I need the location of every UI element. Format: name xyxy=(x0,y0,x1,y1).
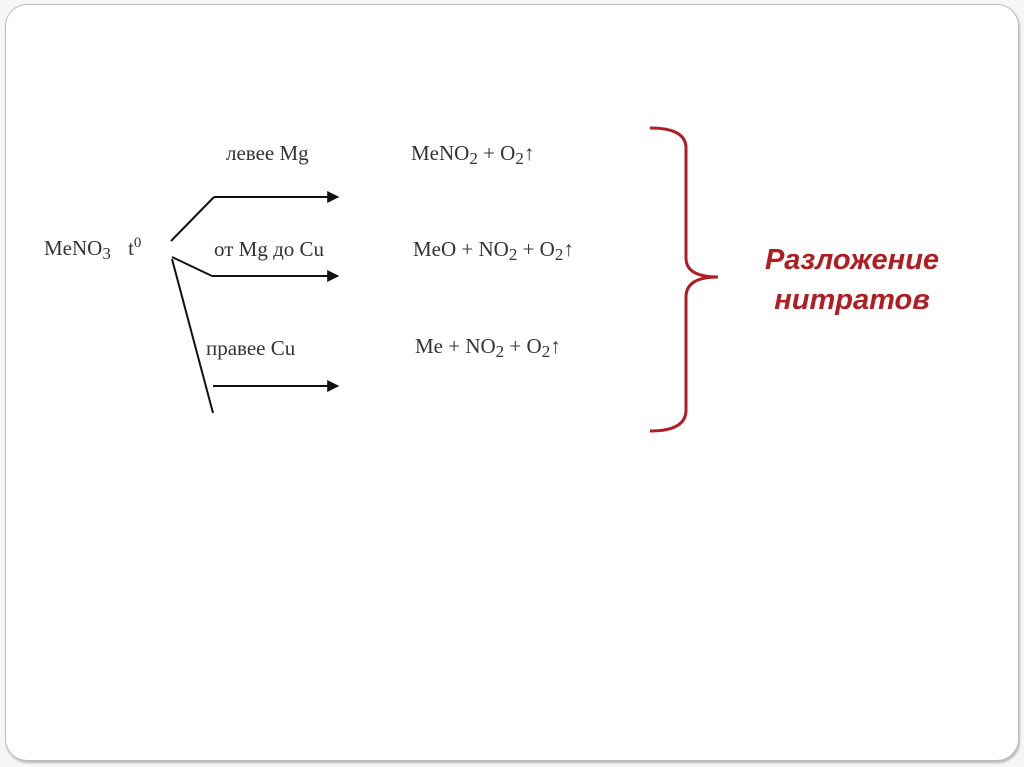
product-text: + O xyxy=(517,237,555,261)
curly-brace xyxy=(649,126,719,433)
gas-arrow-icon: ↑ xyxy=(523,141,535,165)
summary-title-line2: нитратов xyxy=(774,284,930,316)
product-text: MeO + NO xyxy=(413,237,509,261)
summary-title-line1: Разложение xyxy=(764,244,940,276)
condition-middle: от Mg до Cu xyxy=(214,237,325,261)
reactant-formula-main: MeNO xyxy=(44,236,103,260)
products-lower: Me + NO2 + O2↑ xyxy=(415,334,561,361)
product-sub: 2 xyxy=(469,149,478,168)
branch-line-lower xyxy=(171,258,214,414)
gas-arrow-icon: ↑ xyxy=(550,334,561,358)
condition-upper: левее Mg xyxy=(226,141,309,165)
product-sub: 2 xyxy=(541,342,551,361)
branch-line-upper xyxy=(170,196,215,242)
product-text: MeNO xyxy=(411,141,470,165)
slide-frame xyxy=(5,4,1019,761)
product-sub: 2 xyxy=(554,245,564,264)
summary-title: Разложение нитратов xyxy=(732,240,972,320)
product-text: Me + NO xyxy=(415,334,496,358)
product-sub: 2 xyxy=(515,149,524,168)
gas-arrow-icon: ↑ xyxy=(563,237,574,261)
condition-lower: правее Cu xyxy=(206,336,296,360)
products-upper: MeNO2 + O2↑ xyxy=(411,141,535,168)
products-middle: MeO + NO2 + O2↑ xyxy=(413,237,574,264)
reactant-formula: MeNO3 t0 xyxy=(44,235,142,263)
branch-line-middle xyxy=(171,256,213,277)
product-sub: 2 xyxy=(508,245,518,264)
product-text: + O xyxy=(504,334,542,358)
product-sub: 2 xyxy=(495,342,505,361)
temperature-symbol: t xyxy=(128,236,134,260)
temperature-sup: 0 xyxy=(133,235,142,251)
product-text: + O xyxy=(477,141,516,165)
reactant-formula-sub: 3 xyxy=(102,244,111,263)
